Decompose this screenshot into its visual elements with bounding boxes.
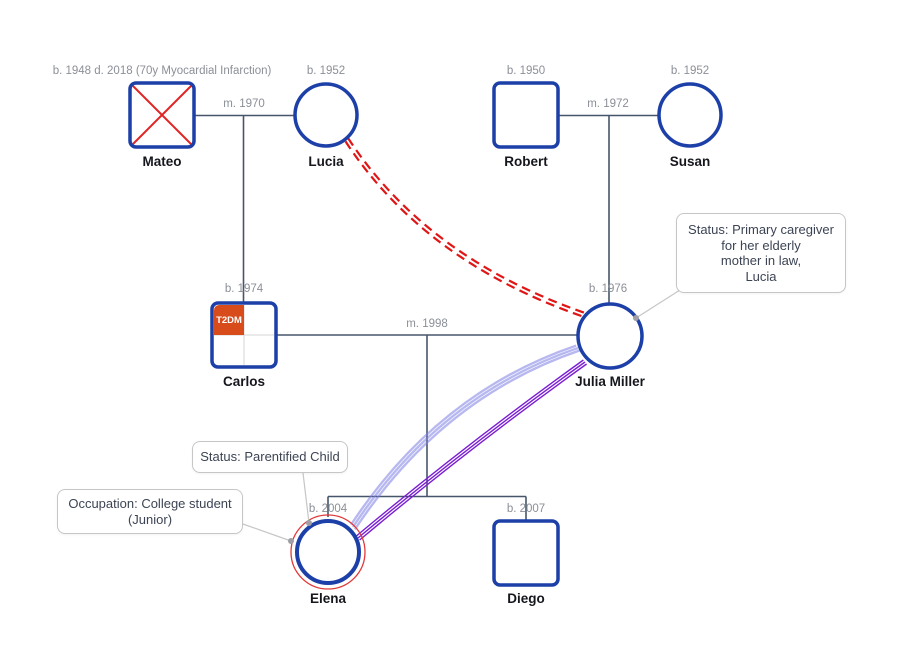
note-caregiver-line: Status: Primary caregiver xyxy=(688,222,834,237)
name-label-lucia: Lucia xyxy=(308,154,344,169)
marriage-label-1998: m. 1998 xyxy=(406,318,448,330)
female-circle-lucia[interactable] xyxy=(293,82,359,148)
birth-label-susan: b. 1952 xyxy=(671,65,709,77)
person-node-elena[interactable] xyxy=(290,514,366,590)
name-label-susan: Susan xyxy=(670,154,711,169)
note-caregiver-line: for her elderly xyxy=(721,237,801,253)
note-connector-caregiver xyxy=(635,289,681,319)
birth-label-robert: b. 1950 xyxy=(507,65,545,77)
name-label-julia: Julia Miller xyxy=(575,374,646,389)
birth-labels: b. 1948 d. 2018 (70y Myocardial Infarcti… xyxy=(53,65,710,515)
male-square-robert[interactable] xyxy=(492,81,560,149)
note-caregiver[interactable]: Status: Primary caregiver for her elderl… xyxy=(676,213,846,293)
condition-badge-label: T2DM xyxy=(216,315,242,326)
note-connectors xyxy=(242,289,681,542)
note-caregiver-line: Lucia xyxy=(745,268,777,284)
note-connector-dots xyxy=(288,315,639,544)
conflict-line-1 xyxy=(347,137,589,316)
note-anchor-dot xyxy=(633,315,639,321)
condition-quadrant-t2dm xyxy=(214,305,244,335)
female-circle-elena[interactable] xyxy=(295,519,361,585)
note-occupation[interactable]: Occupation: College student (Junior) xyxy=(57,489,243,534)
note-anchor-dot xyxy=(306,520,312,526)
birth-label-julia: b. 1976 xyxy=(589,283,627,295)
name-label-mateo: Mateo xyxy=(142,154,181,169)
male-square-diego[interactable] xyxy=(492,519,560,587)
marriage-label-1970: m. 1970 xyxy=(223,98,265,110)
birth-label-carlos: b. 1974 xyxy=(225,283,264,295)
name-label-robert: Robert xyxy=(504,154,548,169)
person-node-carlos[interactable]: T2DM xyxy=(210,301,278,369)
female-circle-susan[interactable] xyxy=(657,82,723,148)
fused-line-1 xyxy=(350,344,577,526)
name-labels: Mateo Lucia Robert Susan Carlos Julia Mi… xyxy=(142,154,710,606)
conflict-relationship-lucia-julia[interactable] xyxy=(344,137,589,319)
family-lines xyxy=(194,114,660,521)
birth-label-mateo: b. 1948 d. 2018 (70y Myocardial Infarcti… xyxy=(53,65,272,77)
fused-line-3 xyxy=(353,349,581,531)
note-connector-parentified xyxy=(302,472,310,524)
note-caregiver-line: mother in law, xyxy=(720,253,802,268)
note-occupation-line: (Junior) xyxy=(127,511,173,527)
conflict-line-2 xyxy=(344,140,586,319)
note-occupation-line: Occupation: College student xyxy=(68,496,232,511)
name-label-diego: Diego xyxy=(507,591,545,606)
name-label-carlos: Carlos xyxy=(223,374,265,389)
index-person-ring xyxy=(290,514,366,590)
birth-label-diego: b. 2007 xyxy=(507,503,545,515)
fused-line-2 xyxy=(351,346,579,528)
focused-line-2 xyxy=(357,361,586,539)
fused-relationship-julia-elena[interactable] xyxy=(350,344,581,531)
note-connector-occupation xyxy=(242,523,292,542)
focused-relationship-julia-elena[interactable] xyxy=(355,359,588,541)
name-label-elena: Elena xyxy=(310,591,347,606)
note-parentified[interactable]: Status: Parentified Child xyxy=(192,441,348,473)
female-circle-julia[interactable] xyxy=(576,302,644,370)
marriage-labels: m. 1970 m. 1972 m. 1998 xyxy=(223,98,629,330)
marriage-label-1972: m. 1972 xyxy=(587,98,629,110)
birth-label-elena: b. 2004 xyxy=(309,503,348,515)
person-node-mateo[interactable] xyxy=(128,81,196,149)
note-anchor-dot xyxy=(288,538,294,544)
birth-label-lucia: b. 1952 xyxy=(307,65,345,77)
focused-line-1 xyxy=(355,359,584,537)
deceased-x-icon xyxy=(132,85,192,145)
focused-line-3 xyxy=(359,363,588,541)
note-parentified-line: Status: Parentified Child xyxy=(200,449,340,465)
